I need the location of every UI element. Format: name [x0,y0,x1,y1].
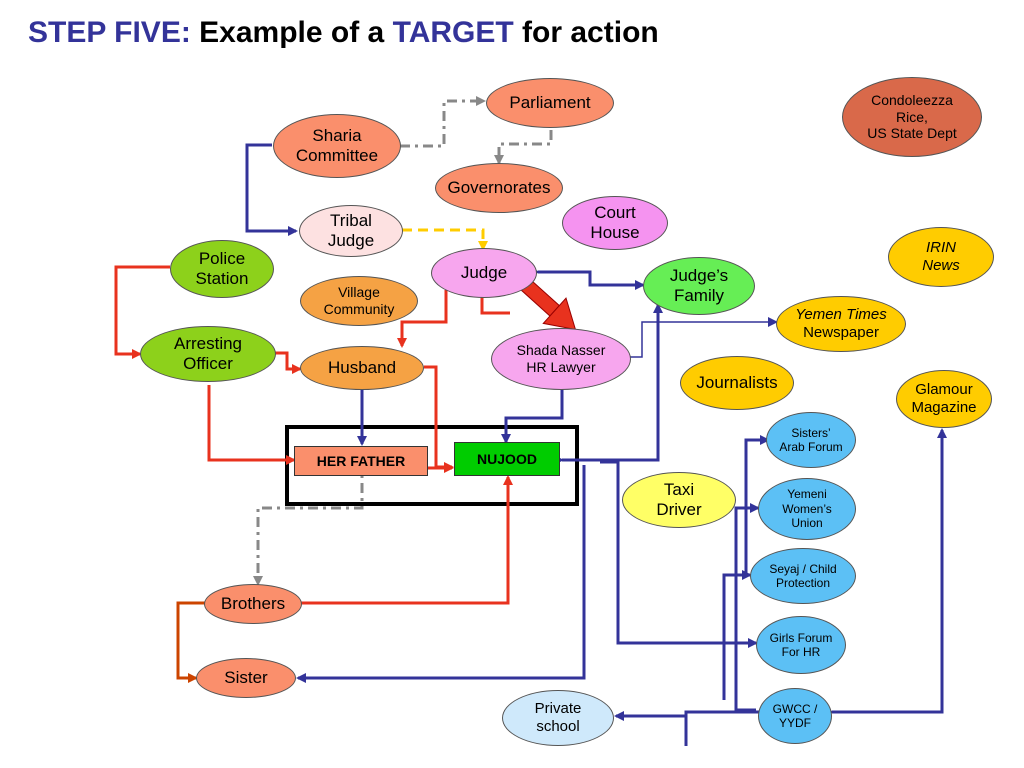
connector-brothers-sister [176,601,205,683]
connector-father-brothers [253,460,364,586]
connector-gwcc-glamour [824,428,947,717]
node-private-school: Private school [502,690,614,746]
title-target: TARGET [392,16,514,49]
node-brothers: Brothers [204,584,302,624]
node-nujood: NUJOOD [454,442,560,476]
node-judges-family: Judge’s Family [643,257,755,315]
target-frame [285,425,579,506]
node-girls-forum: Girls Forum For HR [756,616,846,674]
node-irin-news: IRIN News [888,227,994,287]
page-title: STEP FIVE: Example of a TARGET for actio… [28,16,659,50]
connector-sisters [744,435,770,575]
connector-shada-nujood [501,382,567,444]
connector-brothers-nujood [300,475,513,605]
connector-sharia-parliament [392,96,486,151]
node-village-community: Village Community [300,276,418,326]
node-governorates: Governorates [435,163,563,213]
node-tribal-judge: Tribal Judge [299,205,403,257]
connector-nujood-girls [600,460,758,648]
title-example: Example of a [199,16,385,49]
connector-sharia-tribal [245,143,298,236]
node-glamour-magazine: Glamour Magazine [896,370,992,428]
connector-shada-yemen-times [622,317,778,362]
connector-judge-shada [480,294,510,315]
connector-arresting-father [207,385,296,465]
node-sister: Sister [196,658,296,698]
connector-gwcc-school [614,710,760,746]
node-gwcc-yydf: GWCC / YYDF [758,688,832,744]
connector-nujood-sister [296,465,586,683]
title-step: STEP FIVE: [28,16,191,49]
node-police-station: Police Station [170,240,274,298]
node-judge: Judge [431,248,537,298]
connector-police-arresting [114,265,170,359]
node-arresting-officer: Arresting Officer [140,326,276,382]
node-journalists: Journalists [680,356,794,410]
connector-judge-family [530,267,645,290]
connector-husband-nujood [424,365,454,472]
node-sisters-arab-forum: Sisters’ Arab Forum [766,412,856,468]
title-action: for action [522,16,659,49]
connector-arresting-husband [275,351,302,374]
connector-judge-husband [397,290,448,348]
connector-tribal-judge [394,225,488,251]
node-her-father: HER FATHER [294,446,428,476]
node-husband: Husband [300,346,424,390]
node-sharia-committee: Sharia Committee [273,114,401,178]
connector-seyaj [722,575,750,700]
node-court-house: Court House [562,196,668,250]
node-condoleezza: Condoleezza Rice, US State Dept [842,77,982,157]
node-shada-nasser: Shada Nasser HR Lawyer [491,328,631,390]
node-seyaj: Seyaj / Child Protection [750,548,856,604]
node-taxi-driver: Taxi Driver [622,472,736,528]
node-yemeni-womens-union: Yemeni Women’s Union [758,478,856,540]
node-parliament: Parliament [486,78,614,128]
connector-parliament-governorates [494,130,553,165]
